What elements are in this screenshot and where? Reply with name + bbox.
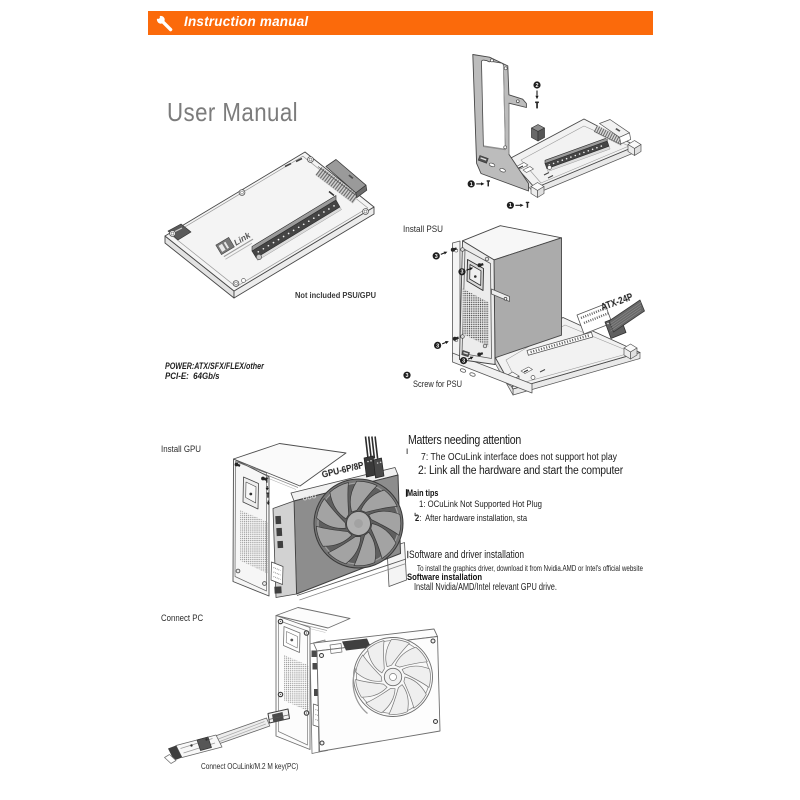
svg-text:3: 3	[406, 373, 409, 379]
svg-text:3: 3	[435, 254, 438, 260]
svg-text:3: 3	[462, 359, 465, 365]
svg-text:1: 1	[509, 203, 512, 209]
svg-text:3: 3	[436, 343, 439, 349]
svg-text:1: 1	[470, 182, 473, 188]
svg-text:3: 3	[461, 270, 464, 276]
svg-text:2: 2	[536, 83, 539, 89]
